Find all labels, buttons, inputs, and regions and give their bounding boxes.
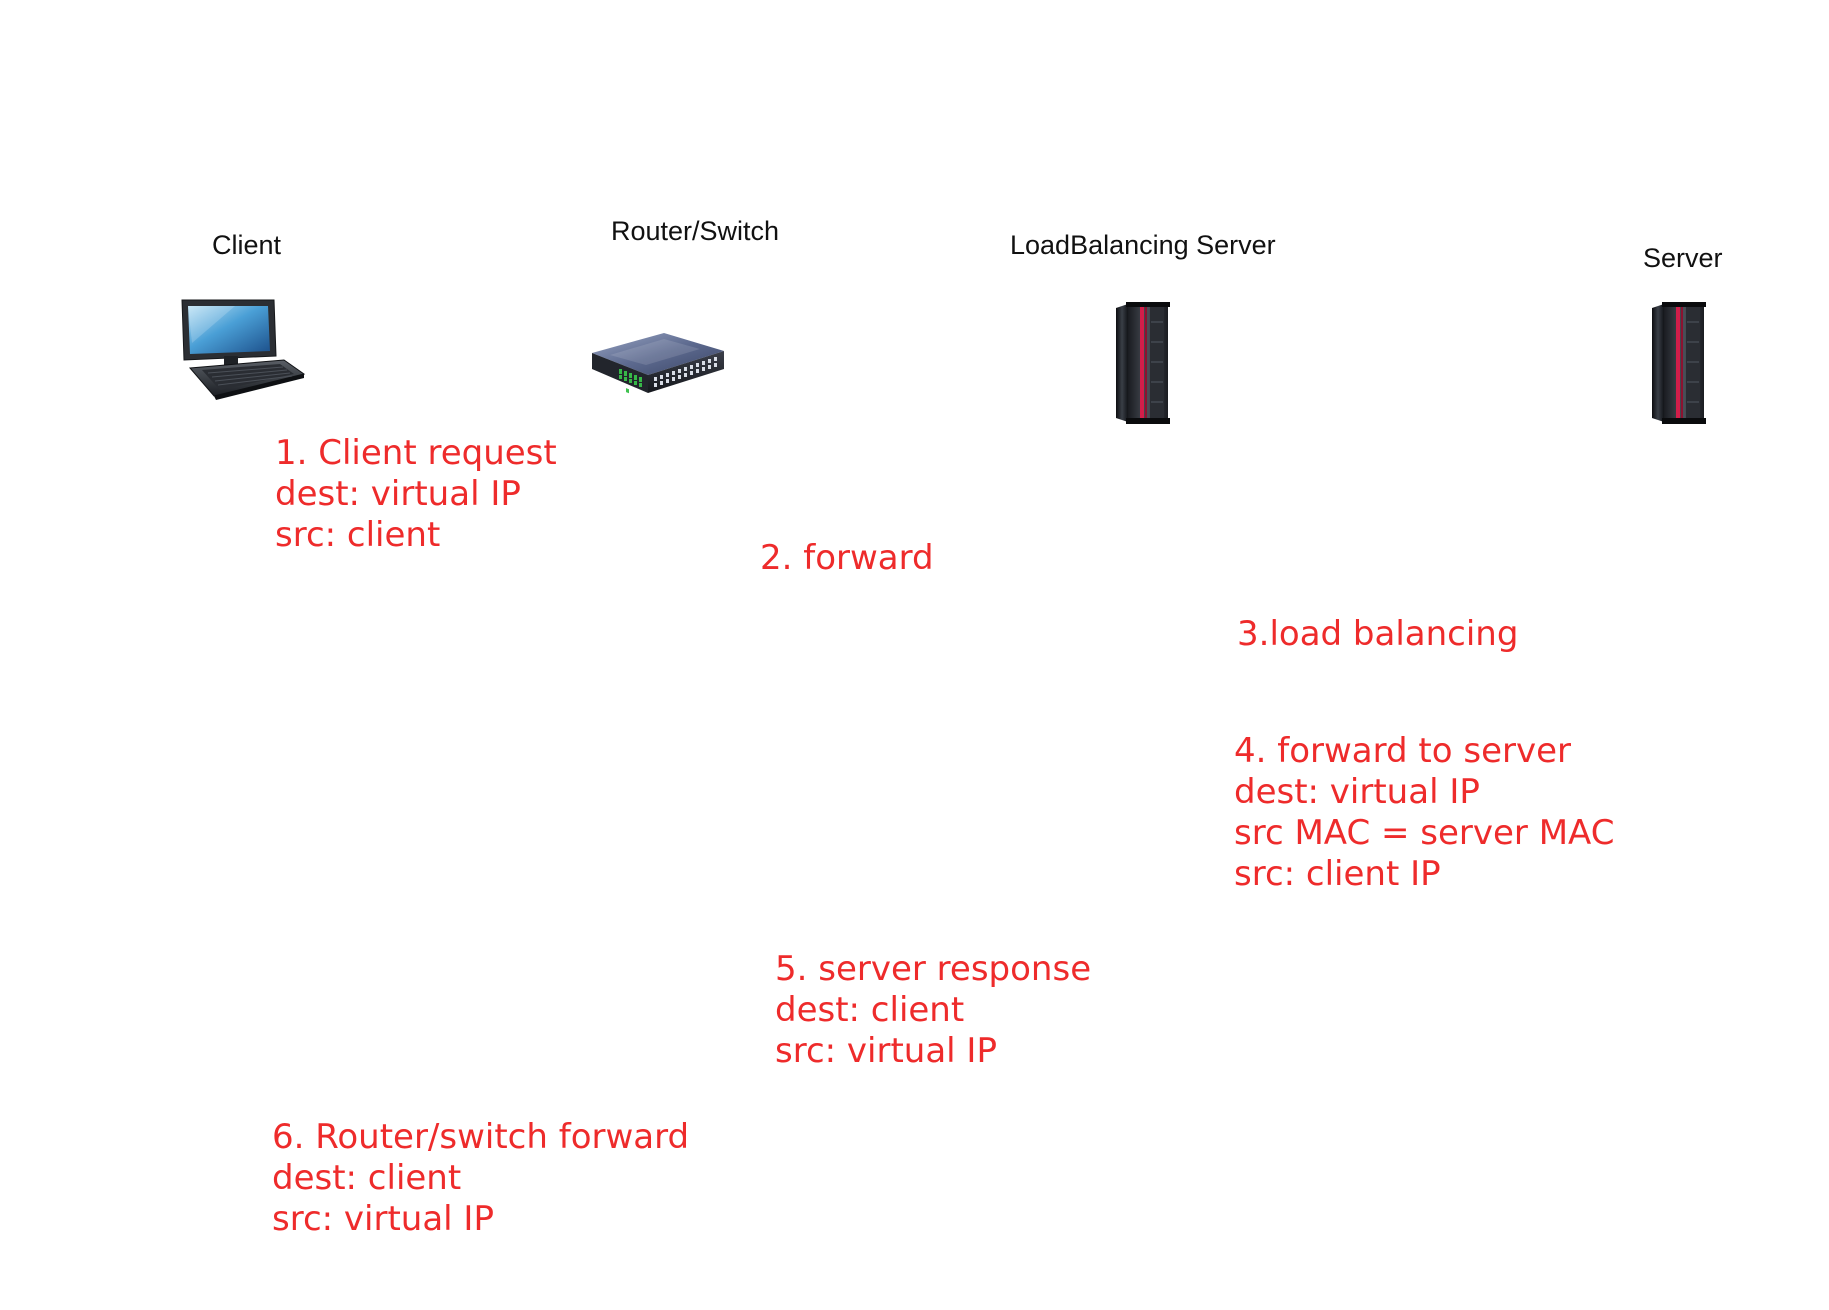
step-1-title: 1. Client request (275, 433, 557, 473)
server-rack-icon (1652, 302, 1706, 424)
step-5-dest: dest: client (775, 990, 965, 1030)
step-1-client-request: 1. Client request dest: virtual IP src: … (275, 433, 557, 556)
step-5-title: 5. server response (775, 949, 1092, 989)
step-6-router-switch-forward: 6. Router/switch forward dest: client sr… (272, 1117, 689, 1240)
load-balancing-server-label: LoadBalancing Server (1010, 230, 1276, 260)
step-3-load-balancing: 3.load balancing (1237, 614, 1518, 655)
step-6-dest: dest: client (272, 1158, 462, 1198)
step-5-server-response: 5. server response dest: client src: vir… (775, 949, 1091, 1072)
step-5-src: src: virtual IP (775, 1031, 997, 1071)
step-4-dest: dest: virtual IP (1234, 772, 1480, 812)
step-4-title: 4. forward to server (1234, 731, 1571, 771)
step-2-title: 2. forward (760, 538, 934, 578)
step-3-title: 3.load balancing (1237, 614, 1519, 654)
step-4-src-mac: src MAC = server MAC (1234, 813, 1615, 853)
laptop-icon (181, 299, 306, 400)
step-6-title: 6. Router/switch forward (272, 1117, 690, 1157)
step-1-src: src: client (275, 515, 441, 555)
step-6-src: src: virtual IP (272, 1199, 494, 1239)
server-label: Server (1643, 243, 1723, 273)
step-2-forward: 2. forward (760, 538, 934, 579)
network-switch-icon (592, 333, 724, 394)
client-label: Client (212, 230, 282, 260)
router-switch-label: Router/Switch (611, 216, 780, 246)
step-4-src: src: client IP (1234, 854, 1441, 894)
step-4-forward-to-server: 4. forward to server dest: virtual IP sr… (1234, 731, 1614, 895)
load-balancer-server-rack-icon (1116, 302, 1170, 424)
step-1-dest: dest: virtual IP (275, 474, 521, 514)
